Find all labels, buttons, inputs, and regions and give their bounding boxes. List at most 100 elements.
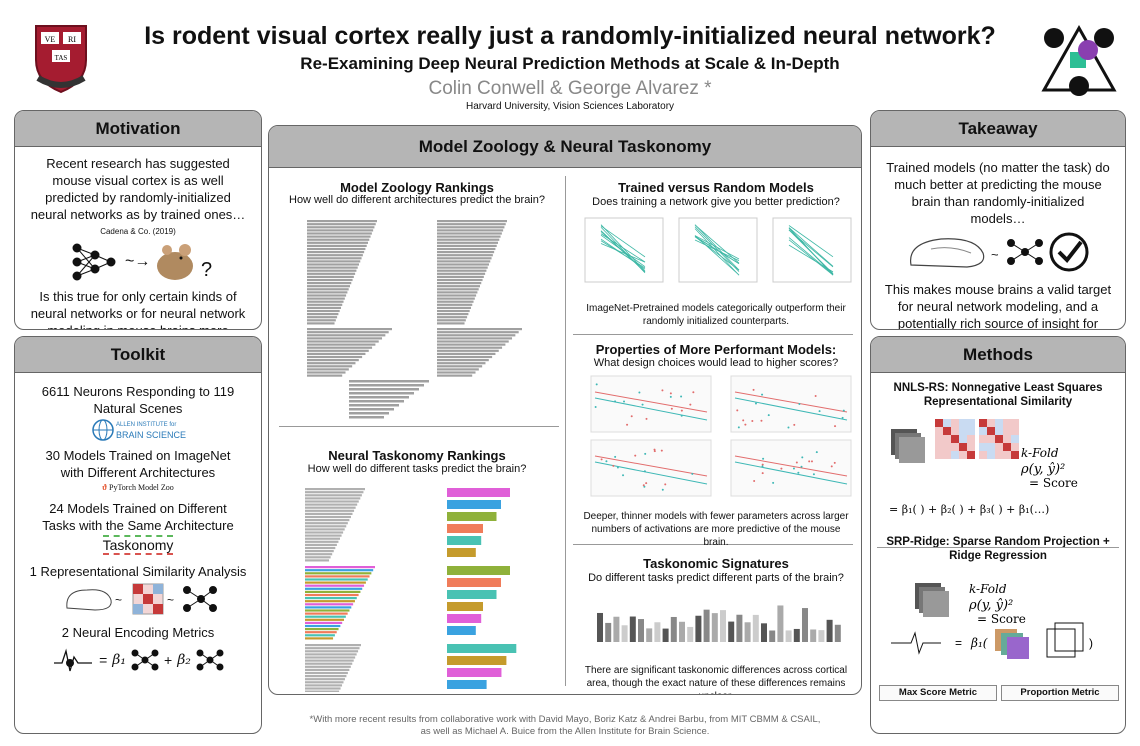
figure-bar [437,220,507,222]
srp-score: = Score [977,612,1026,626]
figure-bar [305,681,344,683]
svg-text:~: ~ [167,593,174,607]
figure-point [626,424,628,426]
figure-line [789,240,833,275]
figure-bar [307,242,368,244]
figure-point [645,482,647,484]
properties-caption: Deeper, thinner models with fewer parame… [579,510,853,549]
figure-point [670,392,672,394]
figure-bar [305,488,365,490]
figure-bar [305,669,349,671]
figure-point [623,400,625,402]
figure-point [762,458,764,460]
figure-bar [305,504,357,506]
figure-bar [305,613,348,615]
trained-subtitle: Does training a network give you better … [569,196,862,208]
figure-bar [437,276,484,278]
figure-line [695,237,739,270]
figure-bar [307,307,341,309]
figure-bar [305,566,375,568]
figure-bar [305,491,363,493]
figure-bar [305,647,360,649]
figure-bar [305,687,341,689]
svg-text:=: = [955,636,962,650]
motivation-text-2: Is this true for only certain kinds of n… [15,286,261,330]
srp-kfold: k-Fold [969,582,1007,596]
allen-institute-logo: ALLEN INSTITUTE for BRAIN SCIENCE [15,419,261,441]
footnote-line-2: as well as Michael A. Buice from the All… [270,726,860,738]
max-score-metric-label: Max Score Metric [879,685,997,701]
figure-bar [630,617,636,642]
figure-bar [305,631,337,633]
figure-bar [305,660,354,662]
nnls-kfold: k-Fold [1021,446,1059,460]
encoding-equation: = β₁ + β₂ [15,645,261,675]
figure-bar [447,566,510,575]
rdm-cell [935,435,943,443]
rdm-cell [1011,435,1019,443]
figure-bar [305,544,337,546]
figure-bar [305,528,345,530]
signatures-title: Taskonomic Signatures [569,556,862,571]
figure-point [742,419,744,421]
taskonomy-logo: Taskonomy [15,537,261,553]
properties-scatter-panels [591,376,851,496]
takeaway-illustration: ~ [871,227,1125,277]
signatures-caption: There are significant taskonomic differe… [579,664,853,695]
rdm-cell [995,419,1003,427]
rdm-cell [943,419,951,427]
figure-bar [437,226,504,228]
figure-bar [307,328,392,330]
taskonomic-signatures-figure [575,590,857,656]
figure-bar [305,510,354,512]
figure-bar [305,656,355,658]
rdm-cell [951,427,959,435]
rdm-cell [979,427,987,435]
figure-point [662,489,664,491]
figure-bar [437,313,468,315]
figure-point [644,453,646,455]
figure-bar [307,375,342,377]
svg-text:= β₁( ) + β₂( ) + β₃( ) + β: = β₁( ) + β₂( ) + β₃( ) + β₁(…) [889,503,1049,516]
footnote-line-1: *With more recent results from collabora… [270,714,860,726]
pytorch-flame-icon: ϑ [102,483,107,492]
figure-point [605,460,607,462]
figure-bar [307,304,342,306]
figure-point [614,456,616,458]
rdm-cell [943,451,951,459]
figure-bar [437,319,466,321]
figure-bar [305,666,351,668]
figure-bar [349,412,389,415]
properties-subtitle: What design choices would lead to higher… [569,357,862,369]
checkmark-icon [1051,234,1087,270]
figure-bar [307,232,372,234]
figure-bar [447,578,501,587]
brain-icon [67,590,111,610]
zoology-bars-bottom [349,380,429,419]
rdm-cell [1003,443,1011,451]
zoology-subtitle: How well do different architectures pred… [269,194,565,206]
figure-point [762,464,764,466]
figure-bar [307,257,362,259]
figure-point [671,408,673,410]
figure-bar [349,396,409,399]
figure-bar [437,270,486,272]
figure-point [768,414,770,416]
figure-point [736,409,738,411]
figure-bar [305,650,358,652]
figure-bar [305,653,357,655]
figure-bar [307,371,346,373]
figure-bar [447,602,483,611]
figure-bar [437,350,499,352]
eq-beta-2: β₂ [177,652,191,668]
figure-bar [437,273,485,275]
figure-bar [305,675,346,677]
figure-line [789,238,833,275]
figure-bar [305,582,366,584]
toolkit-heading: Toolkit [15,337,261,373]
figure-bar [827,620,833,642]
figure-bar [437,322,465,324]
zoology-title: Model Zoology Rankings [269,180,565,195]
figure-bar [349,380,429,383]
figure-panel-frame [731,376,851,432]
